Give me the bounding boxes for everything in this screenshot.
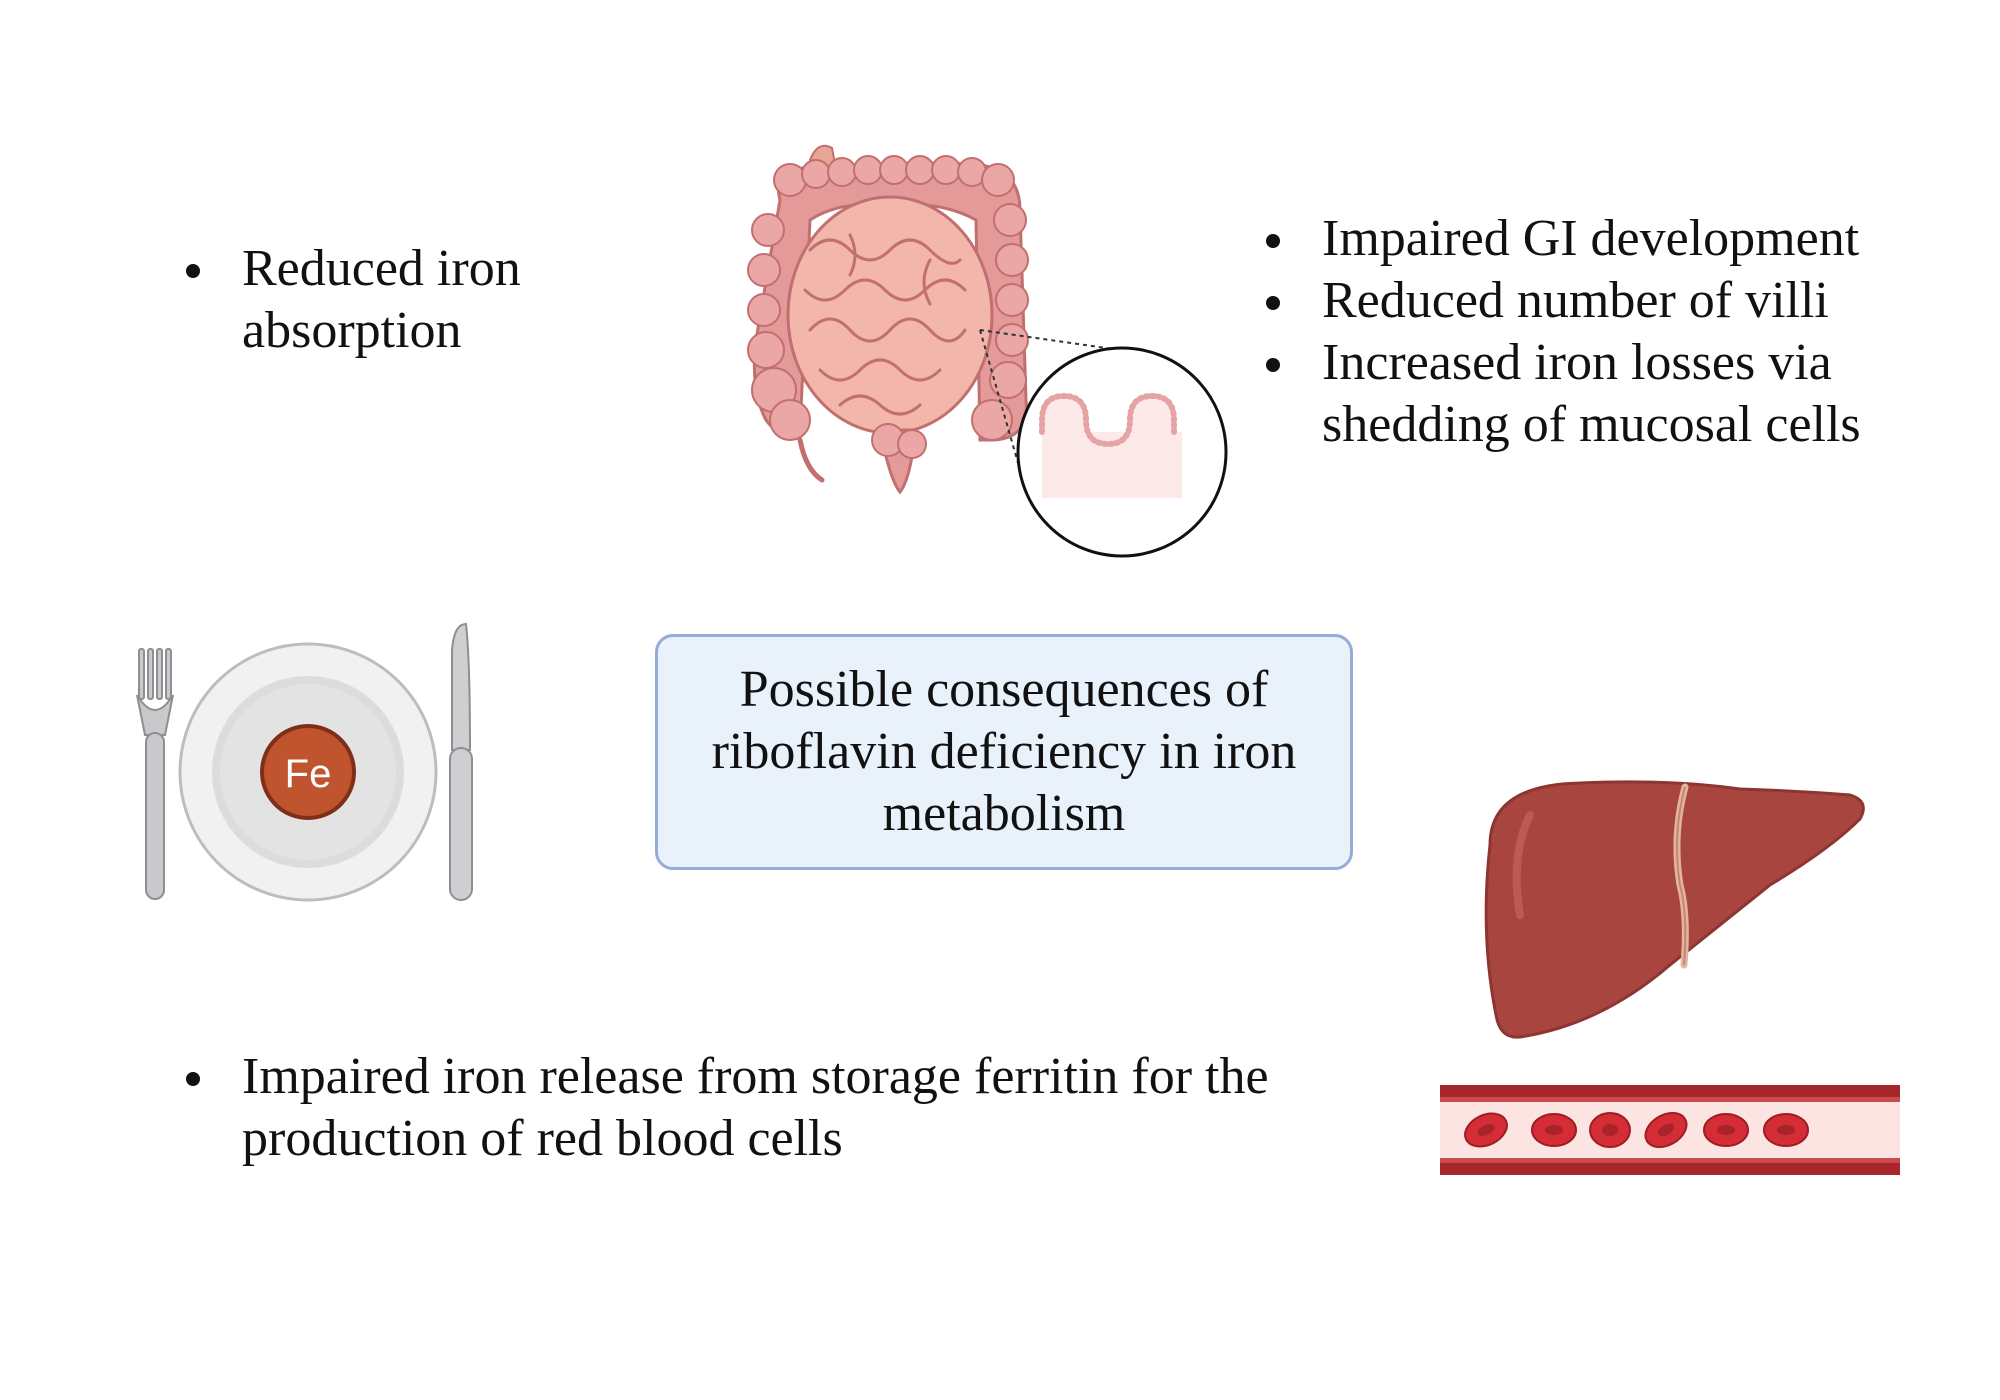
- iron-symbol: Fe: [285, 752, 332, 796]
- bullet-list-absorption: Reduced iron absorption: [180, 238, 600, 362]
- villi-magnifier-icon: [979, 329, 1228, 558]
- bullet-list-gi: Impaired GI development Reduced number o…: [1260, 208, 1980, 456]
- red-blood-cell-group: [1464, 1111, 1809, 1149]
- bullet-item: Impaired GI development: [1260, 208, 1980, 270]
- bullet-item: Impaired iron release from storage ferri…: [180, 1046, 1300, 1170]
- intestine-icon: [747, 144, 1029, 495]
- fork-icon: [136, 648, 174, 900]
- bullet-item: Increased iron losses via shedding of mu…: [1260, 332, 1980, 456]
- bullet-list-release: Impaired iron release from storage ferri…: [180, 1046, 1300, 1170]
- bullet-item: Reduced iron absorption: [180, 238, 600, 362]
- center-box: Possible consequences of riboflavin defi…: [655, 634, 1353, 870]
- center-label: Possible consequences of riboflavin defi…: [711, 661, 1297, 842]
- liver-icon: [1484, 780, 1865, 1039]
- plate-icon: Fe: [178, 642, 438, 902]
- bullet-item: Reduced number of villi: [1260, 270, 1980, 332]
- blood-vessel-icon: [1440, 1085, 1900, 1175]
- knife-icon: [449, 622, 473, 901]
